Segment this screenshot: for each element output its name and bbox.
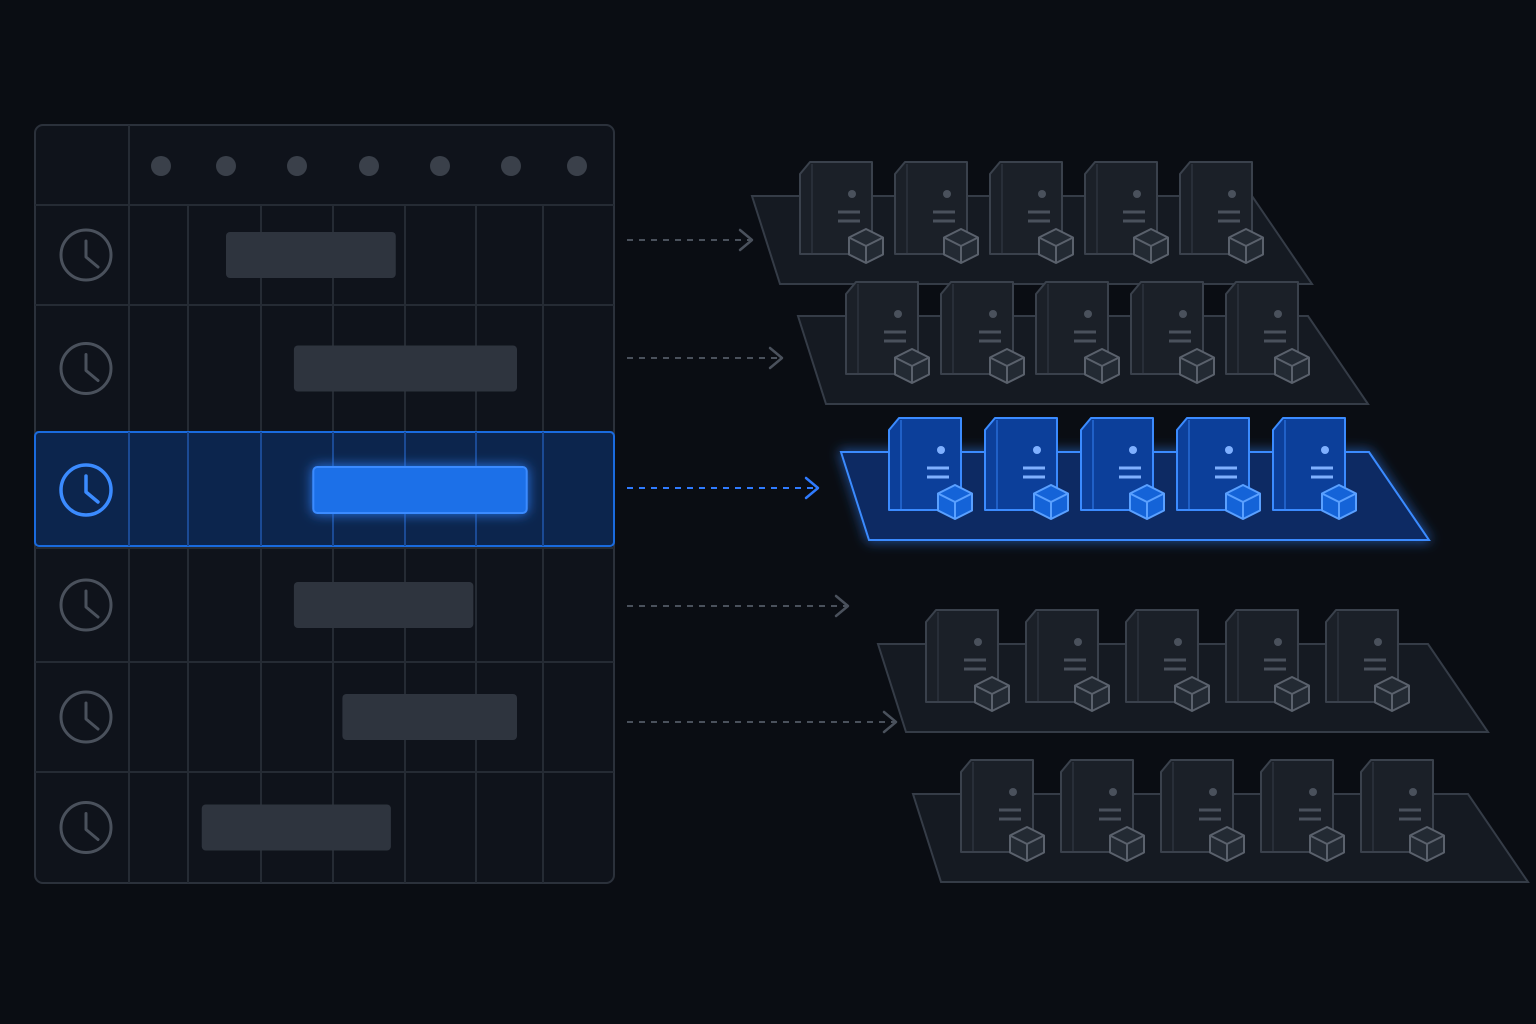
cube-icon [1133, 228, 1169, 264]
schedule-bar [226, 232, 396, 278]
clock-icon [59, 578, 113, 632]
cube-icon [1129, 484, 1165, 520]
cube-icon [1174, 676, 1210, 712]
schedule-row [59, 578, 474, 632]
server-icon [1060, 759, 1145, 862]
server-icon [888, 417, 973, 520]
cube-icon [1033, 484, 1069, 520]
server-icon [1360, 759, 1445, 862]
schedule-bar [201, 804, 391, 851]
server-icon [925, 609, 1010, 712]
server-icon [940, 281, 1025, 384]
cube-icon [1074, 676, 1110, 712]
schedule-bar [312, 466, 528, 514]
dispatch-arrow [627, 346, 784, 370]
server-icon [799, 161, 884, 264]
cube-icon [1109, 826, 1145, 862]
cube-icon [1274, 348, 1310, 384]
server-cluster [876, 609, 1490, 733]
schedule-row-active [34, 431, 615, 547]
header-dot [359, 156, 379, 176]
server-icon [1035, 281, 1120, 384]
dispatch-arrow [627, 228, 754, 252]
dispatch-arrow [627, 594, 850, 618]
arrow-head-icon [834, 594, 850, 618]
server-icon [1179, 161, 1264, 264]
schedule-bar [293, 345, 517, 392]
cube-icon [1409, 826, 1445, 862]
server-icon [1160, 759, 1245, 862]
cube-icon [1309, 826, 1345, 862]
arrow-head-icon [738, 228, 754, 252]
cube-icon [1209, 826, 1245, 862]
schedule-bar [293, 582, 474, 628]
server-cluster [750, 161, 1314, 285]
cube-icon [1084, 348, 1120, 384]
server-icon [1325, 609, 1410, 712]
arrow-head-icon [804, 476, 820, 500]
cube-icon [1009, 826, 1045, 862]
header-dot [287, 156, 307, 176]
server-icon [845, 281, 930, 384]
schedule-row [59, 228, 396, 282]
server-icon [960, 759, 1045, 862]
header-dot [430, 156, 450, 176]
server-icon [1260, 759, 1345, 862]
clock-icon [59, 690, 113, 744]
arrow-head-icon [882, 710, 898, 734]
schedule-row [59, 801, 391, 854]
cube-icon [937, 484, 973, 520]
server-cluster-active [839, 417, 1431, 541]
cube-icon [943, 228, 979, 264]
schedule-row [59, 690, 517, 744]
dispatch-arrow [627, 710, 898, 734]
schedule-bar [342, 694, 517, 740]
cube-icon [1274, 676, 1310, 712]
cube-icon [1038, 228, 1074, 264]
header-dot [567, 156, 587, 176]
server-icon [1125, 609, 1210, 712]
cube-icon [1225, 484, 1261, 520]
cube-icon [1321, 484, 1357, 520]
cube-icon [1179, 348, 1215, 384]
header-dots [151, 156, 587, 176]
server-icon [1272, 417, 1357, 520]
clock-icon [59, 463, 113, 517]
header-dot [216, 156, 236, 176]
server-icon [1176, 417, 1261, 520]
cube-icon [989, 348, 1025, 384]
server-icon [1225, 281, 1310, 384]
cube-icon [894, 348, 930, 384]
header-dot [501, 156, 521, 176]
cube-icon [974, 676, 1010, 712]
server-icon [894, 161, 979, 264]
dispatch-arrow [627, 476, 820, 500]
server-icon [1080, 417, 1165, 520]
cube-icon [1374, 676, 1410, 712]
server-cluster [911, 759, 1530, 883]
server-cluster [796, 281, 1370, 405]
schedule-panel [34, 124, 615, 884]
server-icon [1025, 609, 1110, 712]
server-icon [984, 417, 1069, 520]
server-icon [989, 161, 1074, 264]
server-icon [1084, 161, 1169, 264]
clock-icon [59, 801, 113, 854]
header-dot [151, 156, 171, 176]
server-clusters [750, 161, 1530, 883]
cube-icon [1228, 228, 1264, 264]
schedule-row [59, 342, 517, 395]
cube-icon [848, 228, 884, 264]
clock-icon [59, 342, 113, 395]
arrow-head-icon [768, 346, 784, 370]
clock-icon [59, 228, 113, 282]
server-icon [1225, 609, 1310, 712]
server-icon [1130, 281, 1215, 384]
dispatch-arrows [627, 228, 898, 734]
